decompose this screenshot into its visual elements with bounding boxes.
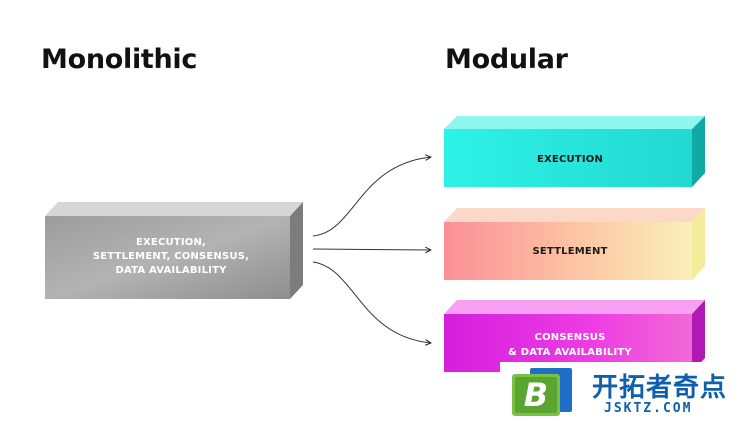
arrow-to-settlement bbox=[312, 249, 431, 250]
watermark-domain-text: JSKTZ.COM bbox=[604, 401, 693, 416]
execution-label: EXECUTION bbox=[536, 154, 604, 165]
consensus-label-line-2: & DATA AVAILABILITY bbox=[508, 347, 632, 358]
watermark-logo: B bbox=[512, 368, 572, 416]
watermark: B 开拓者奇点 JSKTZ.COM bbox=[500, 362, 750, 421]
watermark-chinese-text: 开拓者奇点 bbox=[592, 373, 728, 403]
consensus-label: CONSENSUS & DATA AVAILABILITY bbox=[445, 330, 695, 360]
modular-heading: Modular bbox=[445, 44, 568, 75]
svg-text:B: B bbox=[524, 376, 548, 414]
arrow-to-consensus bbox=[312, 261, 431, 343]
monolithic-label-line-2: SETTLEMENT, CONSENSUS, bbox=[92, 251, 250, 262]
settlement-label: SETTLEMENT bbox=[532, 246, 608, 257]
monolithic-box-label: EXECUTION, SETTLEMENT, CONSENSUS, DATA A… bbox=[46, 236, 296, 278]
execution-box bbox=[444, 116, 705, 187]
monolithic-box bbox=[45, 202, 303, 299]
monolithic-label-line-1: EXECUTION, bbox=[135, 237, 207, 248]
monolithic-heading: Monolithic bbox=[41, 44, 198, 75]
monolithic-label-line-3: DATA AVAILABILITY bbox=[115, 265, 227, 276]
consensus-label-line-1: CONSENSUS bbox=[534, 332, 606, 343]
arrow-to-execution bbox=[312, 157, 431, 237]
settlement-box bbox=[444, 208, 705, 280]
